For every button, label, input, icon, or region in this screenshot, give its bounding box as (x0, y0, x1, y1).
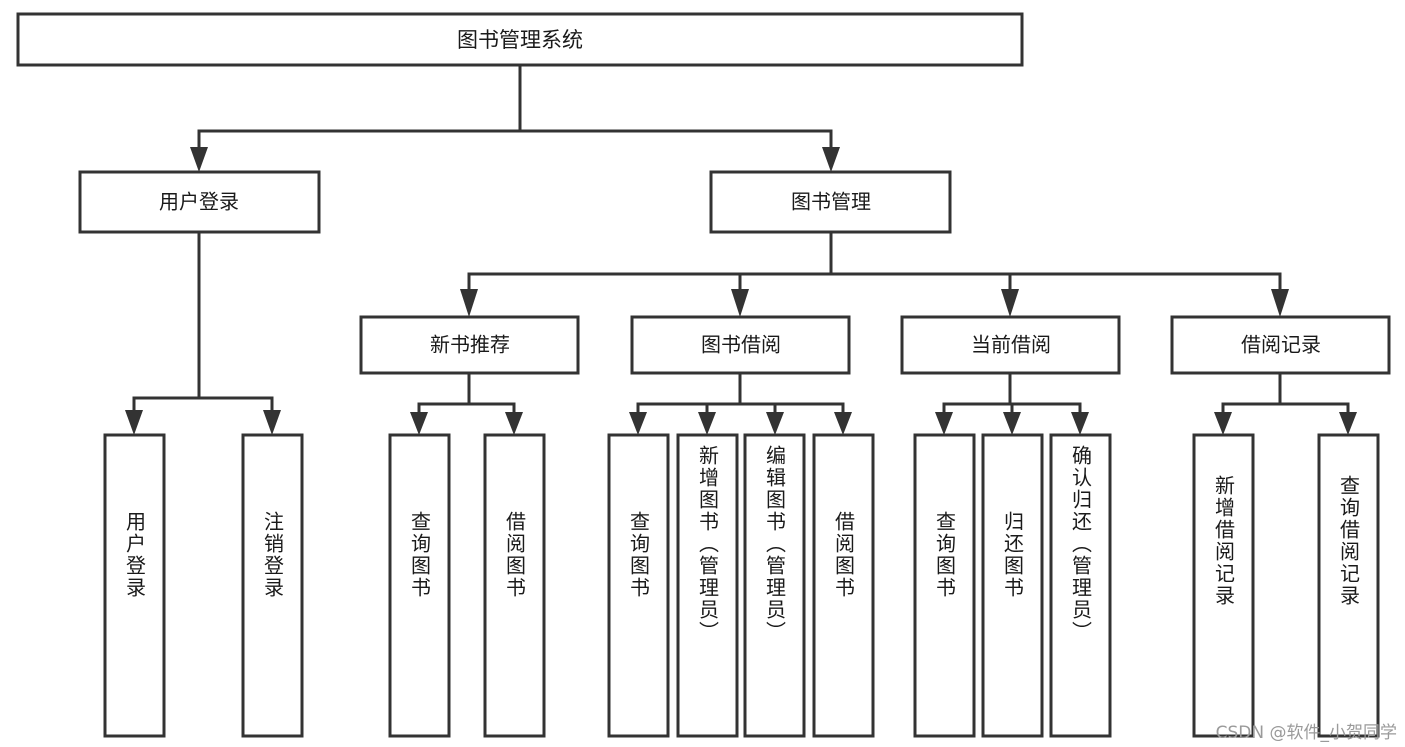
arrow-head-to-book-mgmt (822, 147, 840, 172)
node-new-book-recommend-label: 新书推荐 (430, 333, 510, 357)
watermark-text: CSDN @软件_小贺同学 (1215, 723, 1397, 743)
arrow-head-to-user-login (190, 147, 208, 172)
connector-currentborrow-trunk (942, 371, 1082, 416)
connector-borrowrecord-trunk (1221, 371, 1350, 416)
arrow-head-to-current-borrow (1001, 289, 1019, 317)
arrow-head-leaf-logout (263, 410, 281, 435)
connector-group-currentborrow-to-leaves (935, 371, 1089, 435)
node-book-management-box[interactable] (709, 170, 952, 234)
leaf-node-box-user-login[interactable] (103, 433, 166, 738)
arrow-head-leaf-query-record (1339, 412, 1357, 435)
node-book-borrow-box[interactable] (630, 315, 851, 375)
leaf-node-box-confirm-return[interactable] (1049, 433, 1112, 738)
arrow-head-leaf-user-login (125, 410, 143, 435)
node-user-login[interactable]: 用户登录 (78, 170, 321, 234)
connector-bookmgmt-trunk (467, 230, 1282, 293)
node-root-system[interactable]: 图书管理系统 (16, 12, 1024, 67)
leaf-node-box-query-book-3[interactable] (913, 433, 976, 738)
node-current-borrow[interactable]: 当前借阅 (900, 315, 1121, 375)
leaf-node-box-logout[interactable] (241, 433, 304, 738)
node-borrow-record-label: 借阅记录 (1241, 333, 1321, 357)
connector-bookborrow-trunk (636, 371, 845, 416)
leaf-node-box-query-book-1[interactable] (388, 433, 451, 738)
leaf-node-box-query-book-2[interactable] (607, 433, 670, 738)
arrow-head-to-book-borrow (731, 289, 749, 317)
node-borrow-record[interactable]: 借阅记录 (1170, 315, 1391, 375)
node-book-borrow[interactable]: 图书借阅 (630, 315, 851, 375)
node-root-system-label: 图书管理系统 (457, 28, 583, 52)
node-new-book-recommend[interactable]: 新书推荐 (359, 315, 580, 375)
connector-group-root-to-level2 (190, 63, 840, 172)
arrow-head-leaf-edit-book (766, 412, 784, 435)
leaf-node-box-add-book[interactable] (676, 433, 739, 738)
arrow-head-leaf-query-book-1 (410, 412, 428, 435)
arrow-head-to-new-book-rec (460, 289, 478, 317)
leaf-node-box-query-record[interactable] (1317, 433, 1380, 738)
connector-group-bookmgmt-to-level3 (460, 230, 1289, 317)
arrow-head-leaf-query-book-3 (935, 412, 953, 435)
arrow-head-to-borrow-record (1271, 289, 1289, 317)
leaf-node-box-borrow-book-1[interactable] (483, 433, 546, 738)
node-user-login-label: 用户登录 (159, 190, 239, 214)
node-book-borrow-label: 图书借阅 (701, 333, 781, 357)
arrow-head-leaf-add-book (698, 412, 716, 435)
arrow-head-leaf-confirm-return (1071, 412, 1089, 435)
arrow-head-leaf-add-record (1214, 412, 1232, 435)
node-root-system-box[interactable] (16, 12, 1024, 67)
node-user-login-box[interactable] (78, 170, 321, 234)
node-book-management-label: 图书管理 (791, 190, 871, 214)
arrow-head-leaf-borrow-book-2 (834, 412, 852, 435)
arrow-head-leaf-borrow-book-1 (505, 412, 523, 435)
connector-group-userlogin-to-leaves (125, 230, 281, 435)
connector-newbookrec-trunk (417, 371, 516, 416)
connector-group-bookborrow-to-leaves (629, 371, 852, 435)
connector-userlogin-trunk (132, 230, 274, 414)
arrow-head-leaf-query-book-2 (629, 412, 647, 435)
node-current-borrow-label: 当前借阅 (971, 333, 1051, 357)
node-current-borrow-box[interactable] (900, 315, 1121, 375)
leaf-node-box-borrow-book-2[interactable] (812, 433, 875, 738)
connector-group-newbookrec-to-leaves (410, 371, 523, 435)
connector-root-trunk (197, 63, 833, 150)
leaf-node-box-add-record[interactable] (1192, 433, 1255, 738)
arrow-head-leaf-return-book (1003, 412, 1021, 435)
leaf-node-box-return-book[interactable] (981, 433, 1044, 738)
node-borrow-record-box[interactable] (1170, 315, 1391, 375)
node-book-management[interactable]: 图书管理 (709, 170, 952, 234)
connector-group-borrowrecord-to-leaves (1214, 371, 1357, 435)
node-new-book-recommend-box[interactable] (359, 315, 580, 375)
leaf-node-box-edit-book[interactable] (743, 433, 806, 738)
